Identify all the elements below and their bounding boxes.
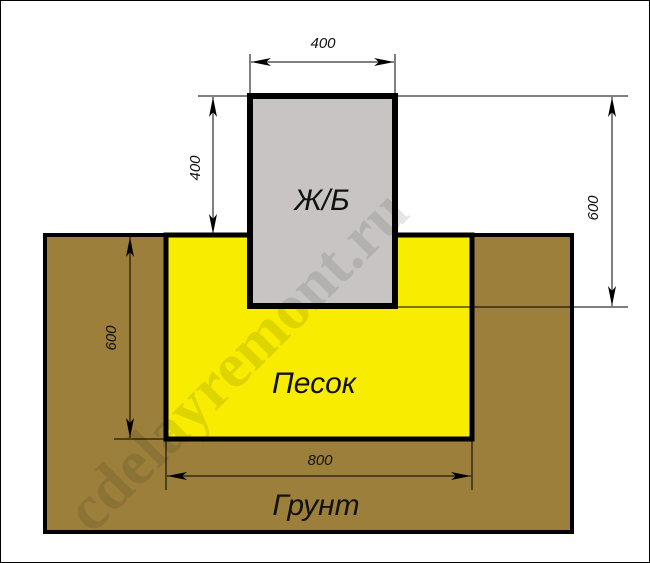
dim-concrete-width: 400 (310, 35, 336, 52)
concrete-post (247, 93, 398, 309)
dim-sand-width: 800 (307, 452, 333, 469)
dim-above-ground: 400 (187, 155, 204, 181)
label-sand: Песок (272, 367, 358, 400)
label-concrete: Ж/Б (292, 184, 349, 217)
label-ground: Грунт (272, 489, 359, 522)
dim-sand-depth: 600 (103, 325, 120, 351)
dim-concrete-height: 600 (585, 195, 602, 221)
